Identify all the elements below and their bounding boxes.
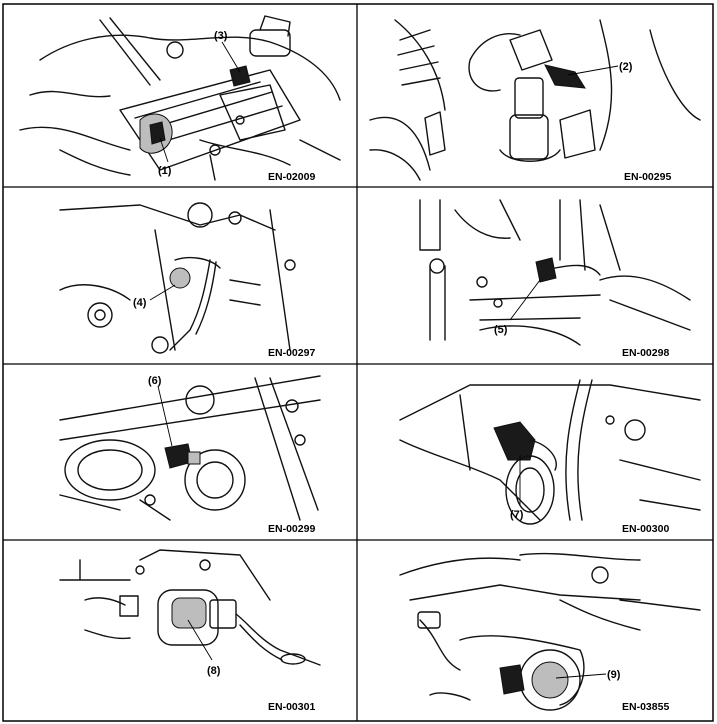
panel-en-02009: (1) (3) EN-02009	[19, 15, 341, 183]
engine-drawing-4	[419, 199, 691, 346]
leader-line-3	[221, 41, 241, 73]
leader-line-8	[187, 619, 213, 661]
callout-4: (4)	[133, 297, 147, 309]
leader-line-5	[509, 279, 541, 321]
engine-drawing-3	[59, 202, 296, 354]
figure-code: EN-00301	[268, 701, 315, 713]
callout-9: (9)	[607, 669, 621, 681]
panel-grid	[2, 3, 714, 722]
engine-drawing-1	[19, 15, 341, 181]
figure-code: EN-00297	[268, 347, 315, 359]
engine-drawing-5	[59, 375, 321, 521]
figure-code: EN-00299	[268, 523, 315, 535]
panel-en-00301: (8) EN-00301	[59, 549, 321, 713]
engine-drawing-8	[399, 552, 701, 711]
callout-2: (2)	[619, 61, 633, 73]
leader-line-2	[567, 65, 619, 76]
callout-1: (1)	[158, 165, 172, 177]
callout-7: (7)	[510, 509, 524, 521]
callout-8: (8)	[207, 665, 221, 677]
callout-3: (3)	[214, 30, 228, 42]
leader-line-1	[159, 137, 169, 163]
engine-drawing-2	[369, 19, 701, 181]
leader-line-4	[149, 284, 176, 301]
figure-code: EN-00295	[624, 171, 671, 183]
callout-5: (5)	[494, 324, 508, 336]
panel-en-03855: (9) EN-03855	[399, 552, 701, 713]
figure-code: EN-02009	[268, 171, 315, 183]
panel-en-00298: (5) EN-00298	[419, 199, 691, 359]
figure-code: EN-00300	[622, 523, 669, 535]
leader-line-9	[555, 673, 607, 679]
callout-6: (6)	[148, 375, 162, 387]
figure-code: EN-03855	[622, 701, 669, 713]
panel-en-00297: (4) EN-00297	[59, 202, 315, 359]
figure-code: EN-00298	[622, 347, 669, 359]
engine-drawing-6	[399, 379, 701, 525]
panel-en-00295: (2) EN-00295	[369, 19, 701, 183]
panel-en-00299: (6) EN-00299	[59, 375, 321, 535]
engine-drawing-7	[59, 549, 321, 666]
leader-line-6	[157, 385, 173, 447]
panel-en-00300: (7) EN-00300	[399, 379, 701, 535]
